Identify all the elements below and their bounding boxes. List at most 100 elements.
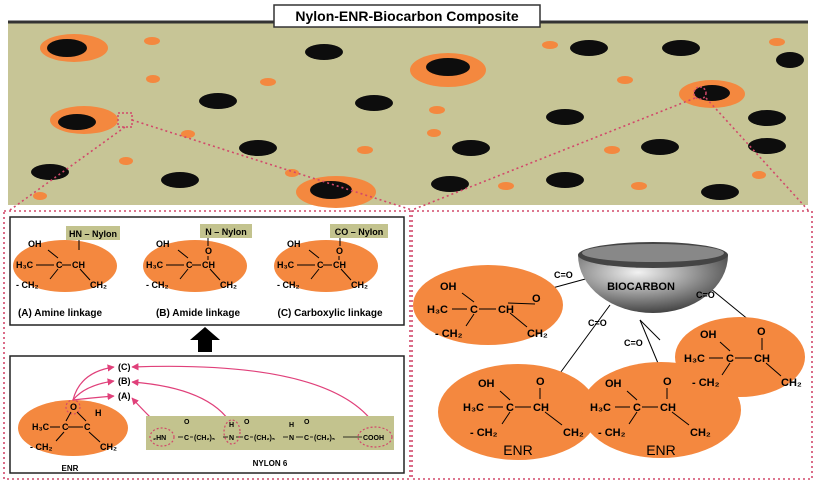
- epoxy-oxygen: O: [70, 402, 77, 412]
- nylon-carbonyl-o: O: [184, 419, 190, 426]
- atom-ch2-left: - CH₂: [435, 328, 463, 340]
- biocarbon-particle: [452, 140, 490, 156]
- atom-ch: CH: [72, 260, 85, 270]
- biocarbon-particle: [641, 139, 679, 155]
- nylon-n: N: [289, 435, 294, 442]
- atom-ch: CH: [498, 304, 514, 316]
- group-label-bg: [330, 224, 388, 238]
- biocarbon-particle: [546, 109, 584, 125]
- atom-c: C: [56, 260, 63, 270]
- biocarbon-particle: [305, 44, 343, 60]
- biocarbon-particle: [748, 138, 786, 154]
- nylon-ch2: (CH₂)₅: [314, 435, 335, 442]
- biocarbon-dome: [578, 255, 728, 313]
- o-link: O: [663, 376, 672, 388]
- orange-droplets: [33, 37, 785, 200]
- nylon-amide-h: H: [289, 422, 294, 429]
- atom-ch: CH: [754, 353, 770, 365]
- atom-c: C: [506, 402, 514, 414]
- biocarbon-particle: [546, 172, 584, 188]
- enr-label: ENR: [62, 464, 79, 473]
- enr-ellipse: [13, 240, 117, 292]
- biocarbon-particle: [694, 85, 730, 101]
- o-link: O: [757, 326, 766, 338]
- nylon-ch2: (CH₂)₅: [254, 435, 275, 442]
- amide-group: N – Nylon: [205, 227, 247, 237]
- carboxylic-group: CO – Nylon: [335, 227, 384, 237]
- carboxylic-caption: (C) Carboxylic linkage: [277, 308, 382, 319]
- nylon-6: ₂HN C (CH₂)₅ N C (CH₂)₅ N C (CH₂)₅ COOH …: [146, 416, 394, 468]
- atom-ch2: CH₂: [351, 280, 368, 290]
- enr-label: ENR: [646, 442, 676, 458]
- atom-h3c: H₃C: [684, 353, 705, 365]
- atom-ch2-left: - CH₂: [598, 427, 626, 439]
- atom-ch2-left: - CH₂: [146, 280, 169, 290]
- atom-h3c: H₃C: [427, 304, 448, 316]
- amine-group: HN – Nylon: [69, 229, 117, 239]
- atom-oh: OH: [287, 239, 301, 249]
- atom-ch2: CH₂: [563, 427, 584, 439]
- atom-c: C: [633, 402, 641, 414]
- atom-h3c: H₃C: [463, 402, 484, 414]
- group-label-bg: [66, 226, 120, 240]
- nylon-carbonyl-o: O: [244, 419, 250, 426]
- nylon-n: N: [229, 435, 234, 442]
- atom-c: C: [317, 260, 324, 270]
- group-label-bg: [200, 224, 252, 238]
- amine-caption: (A) Amine linkage: [18, 308, 103, 319]
- nylon-c: C: [304, 435, 309, 442]
- atom-oh: OH: [156, 239, 170, 249]
- atom-ch2: CH₂: [527, 328, 548, 340]
- biocarbon-particle: [426, 58, 470, 76]
- atom-ch2: CH₂: [90, 280, 107, 290]
- biocarbon-label: BIOCARBON: [607, 281, 675, 293]
- biocarbon-particle: [31, 164, 69, 180]
- biocarbon-particle: [161, 172, 199, 188]
- nylon-cooh: COOH: [363, 435, 384, 442]
- atom-ch2: CH₂: [100, 442, 117, 452]
- atom-ch2: CH₂: [690, 427, 711, 439]
- atom-oh: OH: [28, 239, 42, 249]
- atom-ch: CH: [533, 402, 549, 414]
- nylon-amine-end: ₂HN: [153, 435, 166, 442]
- atom-h3c: H₃C: [16, 260, 34, 270]
- biocarbon-particle: [662, 40, 700, 56]
- right-panel: [411, 210, 813, 480]
- atom-c: C: [186, 260, 193, 270]
- nylon-label: NYLON 6: [253, 459, 288, 468]
- atom-c: C: [726, 353, 734, 365]
- biocarbon-particle: [570, 40, 608, 56]
- amide-linkage: N – Nylon O OH H₃C C CH - CH₂ CH₂ (B) Am…: [143, 224, 252, 319]
- o-link: O: [536, 376, 545, 388]
- nylon-chain-bg: [146, 416, 394, 450]
- carboxylic-linkage: CO – Nylon O OH H₃C C CH - CH₂ CH₂ (C) C…: [274, 224, 388, 319]
- atom-ch2-left: - CH₂: [277, 280, 300, 290]
- atom-c: C: [470, 304, 478, 316]
- enr-ellipse: [143, 240, 247, 292]
- composite-matrix: [8, 20, 808, 208]
- biocarbon-particle: [431, 176, 469, 192]
- biocarbon-particle: [239, 140, 277, 156]
- biocarbon-particle: [58, 114, 96, 130]
- label-a: (A): [118, 391, 131, 401]
- enr-label: ENR: [503, 442, 533, 458]
- nylon-ch2: (CH₂)₅: [194, 435, 215, 442]
- enr-epoxy: O H H₃C C C - CH₂ CH₂ ENR: [18, 399, 128, 473]
- label-b: (B): [118, 376, 131, 386]
- enr-ellipse: [438, 364, 598, 460]
- biocarbon-particle: [47, 39, 87, 57]
- carbonyl-label: C=O: [696, 290, 715, 300]
- atom-h3c: H₃C: [146, 260, 164, 270]
- atom-oh: OH: [700, 329, 717, 341]
- atom-ch2-left: - CH₂: [470, 427, 498, 439]
- zoom-lines: [9, 97, 809, 211]
- atom-ch2: CH₂: [781, 377, 802, 389]
- atom-ch2-left: - CH₂: [30, 442, 53, 452]
- atom-h3c: H₃C: [590, 402, 611, 414]
- enr-ellipse: [413, 265, 563, 345]
- atom-ch: CH: [202, 260, 215, 270]
- amine-linkage: HN – Nylon OH H₃C C CH - CH₂ CH₂ (A) Ami…: [13, 226, 120, 319]
- atom-c: C: [84, 422, 91, 432]
- atom-ch: CH: [333, 260, 346, 270]
